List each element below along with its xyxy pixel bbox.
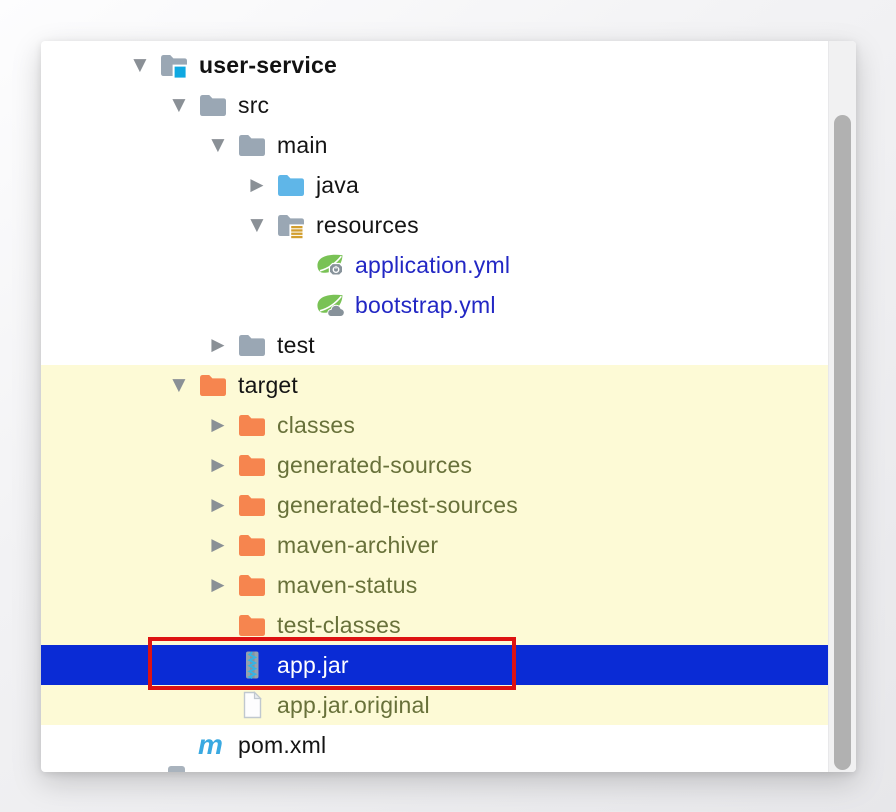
collapse-arrow-icon[interactable]: ▶ bbox=[211, 454, 225, 475]
folder-orange-icon bbox=[237, 451, 267, 479]
project-tree-panel: ▼ user-service ▼ src ▼ main ▶ java ▼ res… bbox=[41, 41, 856, 772]
tree-row-classes[interactable]: ▶ classes bbox=[41, 405, 828, 445]
tree-row-maven-archiver[interactable]: ▶ maven-archiver bbox=[41, 525, 828, 565]
scrollbar-track[interactable] bbox=[828, 41, 856, 772]
tree-item-label: generated-test-sources bbox=[277, 491, 518, 518]
tree-item-label: test-classes bbox=[277, 611, 401, 638]
tree-item-label: bootstrap.yml bbox=[355, 291, 496, 318]
folder-gray-icon bbox=[237, 331, 267, 359]
tree-item-label: src bbox=[238, 91, 270, 118]
maven-m-icon bbox=[198, 731, 228, 759]
expand-arrow-icon[interactable]: ▼ bbox=[172, 374, 186, 395]
tree-row-java[interactable]: ▶ java bbox=[41, 165, 828, 205]
tree-row-app.jar.original[interactable]: app.jar.original bbox=[41, 685, 828, 725]
tree-row-user-service[interactable]: ▼ user-service bbox=[41, 45, 828, 85]
folder-orange-icon bbox=[237, 611, 267, 639]
folder-orange-icon bbox=[237, 571, 267, 599]
folder-orange-icon bbox=[237, 491, 267, 519]
tree-item-label: pom.xml bbox=[238, 731, 327, 758]
tree-item-label: user-service bbox=[199, 51, 337, 78]
collapse-arrow-icon[interactable]: ▶ bbox=[211, 414, 225, 435]
file-generic-icon bbox=[237, 691, 267, 719]
spring-config-icon bbox=[315, 251, 345, 279]
cutoff-next-row-icon bbox=[168, 766, 185, 772]
tree-row-bootstrap.yml[interactable]: bootstrap.yml bbox=[41, 285, 828, 325]
tree-item-label: java bbox=[316, 171, 359, 198]
tree-row-src[interactable]: ▼ src bbox=[41, 85, 828, 125]
folder-gray-icon bbox=[237, 131, 267, 159]
tree-item-label: app.jar bbox=[277, 651, 349, 678]
tree-row-generated-test-sources[interactable]: ▶ generated-test-sources bbox=[41, 485, 828, 525]
folder-orange-icon bbox=[237, 531, 267, 559]
tree-row-test-classes[interactable]: test-classes bbox=[41, 605, 828, 645]
tree-row-maven-status[interactable]: ▶ maven-status bbox=[41, 565, 828, 605]
folder-gray-icon bbox=[198, 91, 228, 119]
expand-arrow-icon[interactable]: ▼ bbox=[211, 134, 225, 155]
tree-item-label: test bbox=[277, 331, 315, 358]
tree-item-label: resources bbox=[316, 211, 419, 238]
project-tree: ▼ user-service ▼ src ▼ main ▶ java ▼ res… bbox=[41, 41, 828, 772]
tree-item-label: maven-status bbox=[277, 571, 418, 598]
folder-blue-icon bbox=[276, 171, 306, 199]
tree-row-generated-sources[interactable]: ▶ generated-sources bbox=[41, 445, 828, 485]
collapse-arrow-icon[interactable]: ▶ bbox=[211, 534, 225, 555]
tree-row-resources[interactable]: ▼ resources bbox=[41, 205, 828, 245]
tree-row-application.yml[interactable]: application.yml bbox=[41, 245, 828, 285]
tree-item-label: generated-sources bbox=[277, 451, 473, 478]
scrollbar-thumb[interactable] bbox=[834, 115, 851, 770]
tree-item-label: application.yml bbox=[355, 251, 511, 278]
expand-arrow-icon[interactable]: ▼ bbox=[250, 214, 264, 235]
folder-project-icon bbox=[159, 51, 189, 79]
tree-item-label: main bbox=[277, 131, 328, 158]
spring-cloud-icon bbox=[315, 291, 345, 319]
tree-row-pom.xml[interactable]: pom.xml bbox=[41, 725, 828, 765]
tree-row-app.jar[interactable]: app.jar bbox=[41, 645, 828, 685]
folder-orange-icon bbox=[198, 371, 228, 399]
collapse-arrow-icon[interactable]: ▶ bbox=[250, 174, 264, 195]
tree-row-main[interactable]: ▼ main bbox=[41, 125, 828, 165]
jar-archive-icon bbox=[237, 651, 267, 679]
collapse-arrow-icon[interactable]: ▶ bbox=[211, 494, 225, 515]
tree-item-label: target bbox=[238, 371, 299, 398]
folder-orange-icon bbox=[237, 411, 267, 439]
tree-item-label: classes bbox=[277, 411, 356, 438]
tree-item-label: app.jar.original bbox=[277, 691, 430, 718]
tree-row-target[interactable]: ▼ target bbox=[41, 365, 828, 405]
collapse-arrow-icon[interactable]: ▶ bbox=[211, 574, 225, 595]
tree-item-label: maven-archiver bbox=[277, 531, 439, 558]
expand-arrow-icon[interactable]: ▼ bbox=[133, 54, 147, 75]
collapse-arrow-icon[interactable]: ▶ bbox=[211, 334, 225, 355]
tree-row-test[interactable]: ▶ test bbox=[41, 325, 828, 365]
folder-resources-icon bbox=[276, 211, 306, 239]
expand-arrow-icon[interactable]: ▼ bbox=[172, 94, 186, 115]
